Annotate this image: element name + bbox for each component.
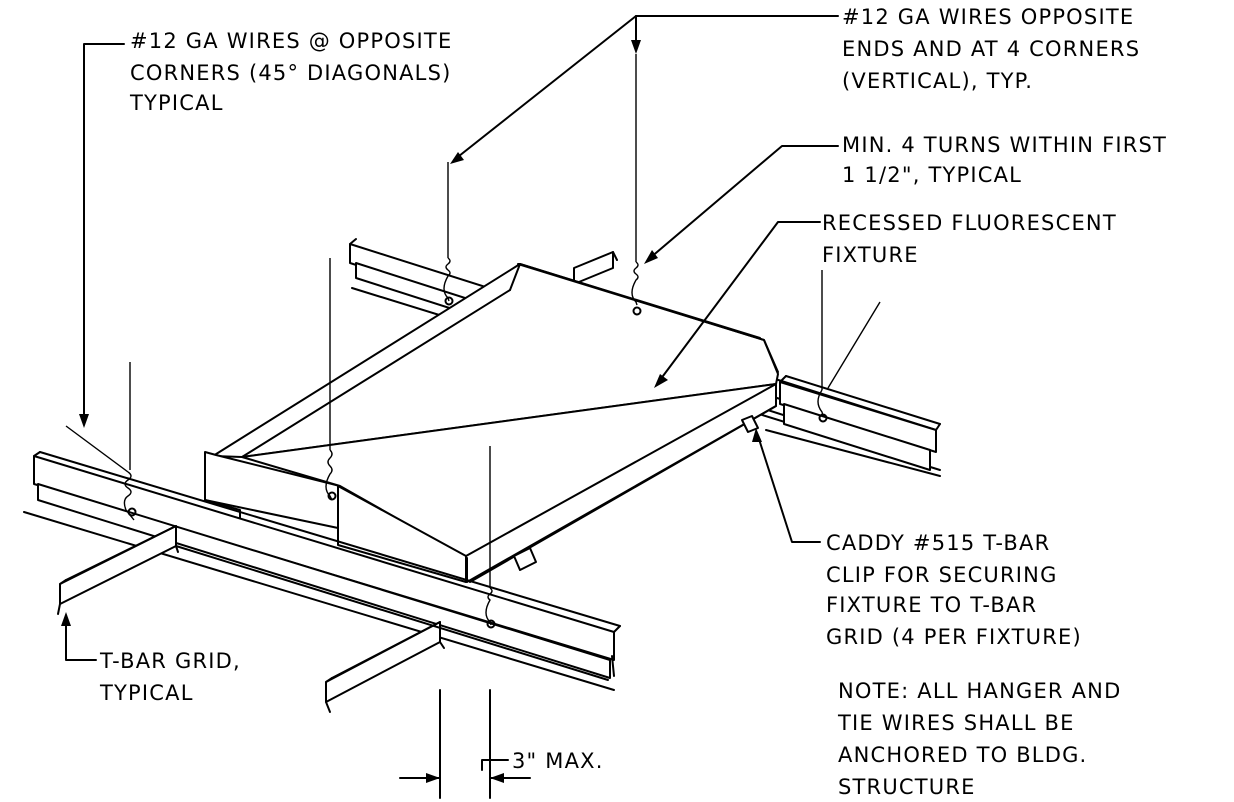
label-fixture-line-1: RECESSED FLUORESCENT bbox=[822, 211, 1117, 235]
t-bar-center-cross-tee bbox=[325, 621, 445, 713]
caddy-t-bar-clip-front bbox=[513, 547, 537, 571]
label-caddy-clip-line-2: CLIP FOR SECURING bbox=[826, 563, 1058, 587]
label-t-bar-grid-line-1: T-BAR GRID, bbox=[99, 649, 241, 673]
t-bar-front-runner bbox=[23, 451, 621, 691]
label-general-note: NOTE: ALL HANGER AND TIE WIRES SHALL BE … bbox=[837, 679, 1121, 799]
label-vertical-wires-line-3: (VERTICAL), TYP. bbox=[842, 69, 1033, 93]
label-caddy-clip-line-3: FIXTURE TO T-BAR bbox=[826, 593, 1037, 617]
label-vertical-wires-line-2: ENDS AND AT 4 CORNERS bbox=[842, 37, 1140, 61]
recessed-fluorescent-fixture bbox=[204, 263, 779, 583]
label-fixture: RECESSED FLUORESCENT FIXTURE bbox=[822, 211, 1117, 267]
label-diagonal-wires-line-1: #12 GA WIRES @ OPPOSITE bbox=[130, 29, 452, 53]
label-t-bar-grid: T-BAR GRID, TYPICAL bbox=[99, 649, 241, 705]
label-turns-line-2: 1 1/2", TYPICAL bbox=[842, 163, 1022, 187]
label-vertical-wires-line-1: #12 GA WIRES OPPOSITE bbox=[842, 5, 1134, 29]
t-bar-back-cross-piece bbox=[573, 251, 618, 285]
label-caddy-clip-line-1: CADDY #515 T-BAR bbox=[826, 531, 1050, 555]
label-diagonal-wires-line-3: TYPICAL bbox=[129, 91, 224, 115]
label-t-bar-grid-line-2: TYPICAL bbox=[99, 681, 194, 705]
label-general-note-line-4: STRUCTURE bbox=[838, 775, 976, 799]
label-diagonal-wires-line-2: CORNERS (45° DIAGONALS) bbox=[130, 61, 452, 85]
label-vertical-wires: #12 GA WIRES OPPOSITE ENDS AND AT 4 CORN… bbox=[842, 5, 1140, 93]
label-turns: MIN. 4 TURNS WITHIN FIRST 1 1/2", TYPICA… bbox=[842, 133, 1167, 187]
t-bar-left-cross-tee bbox=[57, 525, 179, 615]
label-general-note-line-3: ANCHORED TO BLDG. bbox=[838, 743, 1087, 767]
label-diagonal-wires: #12 GA WIRES @ OPPOSITE CORNERS (45° DIA… bbox=[129, 29, 452, 115]
label-turns-line-1: MIN. 4 TURNS WITHIN FIRST bbox=[842, 133, 1167, 157]
hanger-wires bbox=[65, 54, 881, 629]
label-general-note-line-2: TIE WIRES SHALL BE bbox=[837, 711, 1075, 735]
label-fixture-line-2: FIXTURE bbox=[822, 243, 919, 267]
label-caddy-clip-line-4: GRID (4 PER FIXTURE) bbox=[826, 625, 1082, 649]
label-caddy-clip: CADDY #515 T-BAR CLIP FOR SECURING FIXTU… bbox=[826, 531, 1082, 649]
t-bar-fixture-side-rail bbox=[175, 545, 615, 681]
leader-lines bbox=[61, 15, 839, 799]
label-general-note-line-1: NOTE: ALL HANGER AND bbox=[838, 679, 1121, 703]
caddy-t-bar-clip-right bbox=[741, 415, 759, 433]
dimension-label-3-in-max: 3" MAX. bbox=[512, 749, 604, 773]
t-bar-right-runner bbox=[765, 375, 941, 477]
